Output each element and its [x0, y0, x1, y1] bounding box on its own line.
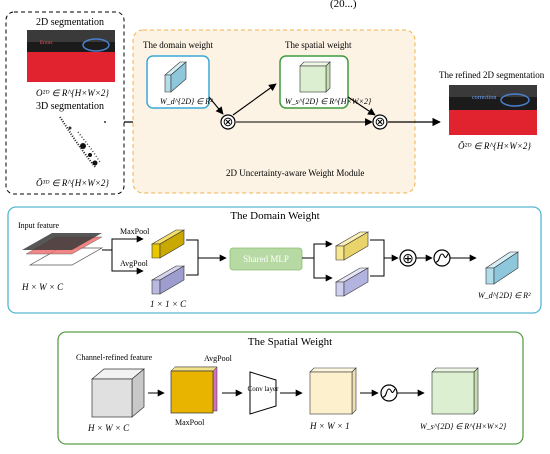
label-3d-segmentation: 3D segmentation [36, 101, 104, 112]
to-avgpool-arrow [111, 250, 144, 275]
refined-dims: H × W × C [87, 423, 130, 433]
avgpool-vector-cube [150, 265, 186, 295]
refined-segmentation-image: correction [449, 85, 537, 135]
spatial-to-multiply-arrow [347, 96, 376, 116]
spatial-output-cube [431, 367, 479, 415]
domain-weight-cube [164, 61, 187, 93]
conv-layer-trapezoid [249, 371, 277, 415]
maxpool-vector-cube [150, 229, 186, 259]
multiply-to-spatial-arrow [232, 83, 277, 116]
spatial-panel-title: The Spatial Weight [248, 336, 332, 348]
domain-output-eq: W_d^{2D} ∈ R² [478, 291, 531, 300]
pooled-dims: 1 × 1 × C [150, 299, 187, 309]
eq-refined: Õ²ᴰ ∈ R^{H×W×2} [458, 141, 531, 151]
spatial-weight-cube [299, 61, 331, 93]
refined-segmentation-title: The refined 2D segmentation [439, 70, 545, 80]
multiply-node-1 [220, 114, 236, 130]
domain-panel-title: The Domain Weight [230, 210, 319, 222]
2d-segmentation-image: Errors [27, 30, 115, 82]
eq-o2d: O²ᴰ ∈ R^{H×W×2} [36, 88, 109, 98]
sigmoid-icon [433, 249, 451, 267]
spatial-sigmoid-icon [380, 384, 398, 402]
eq-o3d: Õ³ᴰ ∈ R^{H×W×2} [36, 178, 109, 188]
spatial-maxpool-label: MaxPool [175, 418, 205, 427]
module-caption: 2D Uncertainty-aware Weight Module [226, 168, 364, 178]
domain-weight-title: The domain weight [143, 40, 213, 50]
maxpool-label: MaxPool [120, 227, 150, 236]
input-feature-label: Input feature [18, 221, 60, 230]
spatial-weight-panel [57, 331, 524, 445]
shared-mlp-label: Shared MLP [243, 254, 289, 264]
mlp-output-avgpool-cube [334, 267, 370, 297]
conv-layer-label: Conv layer [248, 385, 280, 393]
spatial-weight-title: The spatial weight [285, 40, 352, 50]
3d-segmentation-image [35, 112, 115, 170]
multiply-node-2 [372, 114, 388, 130]
mlp-output-maxpool-cube [334, 231, 370, 261]
to-maxpool-arrow [102, 235, 144, 251]
avgpool-label: AvgPool [120, 259, 149, 268]
spatial-avgpool-label: AvgPool [204, 354, 233, 363]
multiply-node-1-symbol: ⊗ [223, 114, 234, 129]
eq-ws-top: W_s^{2D} ∈ R^{H×W×2} [285, 97, 372, 106]
overlay-errors-label: Errors [40, 41, 53, 46]
header-fragment: (20...) [330, 0, 357, 10]
spatial-output-eq: W_s^{2D} ∈ R^{H×W×2} [420, 422, 507, 431]
mlp-to-upper-arrow [313, 240, 333, 258]
channel-refined-cube [91, 368, 145, 418]
pooled-maps-stack [170, 366, 218, 414]
spatial-map-cube [309, 367, 357, 415]
mlp-to-lower-arrow [313, 258, 333, 282]
label-2d-segmentation: 2D segmentation [36, 17, 104, 28]
shared-mlp-box [229, 247, 303, 271]
domain-output-cube [485, 251, 519, 285]
input-dims: H × W × C [21, 282, 64, 292]
domain-to-multiply-arrow [208, 96, 224, 115]
sum-symbol: ⊕ [402, 252, 414, 267]
channel-refined-label: Channel-refined feature [76, 353, 153, 362]
overlay-correction-label: correction [472, 95, 496, 101]
spatial-map-dims: H × W × 1 [309, 421, 350, 431]
input-segmentations-box [5, 11, 125, 195]
eq-wd-top: W_d^{2D} ∈ R² [160, 97, 213, 106]
input-feature-stack [22, 233, 104, 266]
multiply-node-2-symbol: ⊗ [375, 114, 386, 129]
